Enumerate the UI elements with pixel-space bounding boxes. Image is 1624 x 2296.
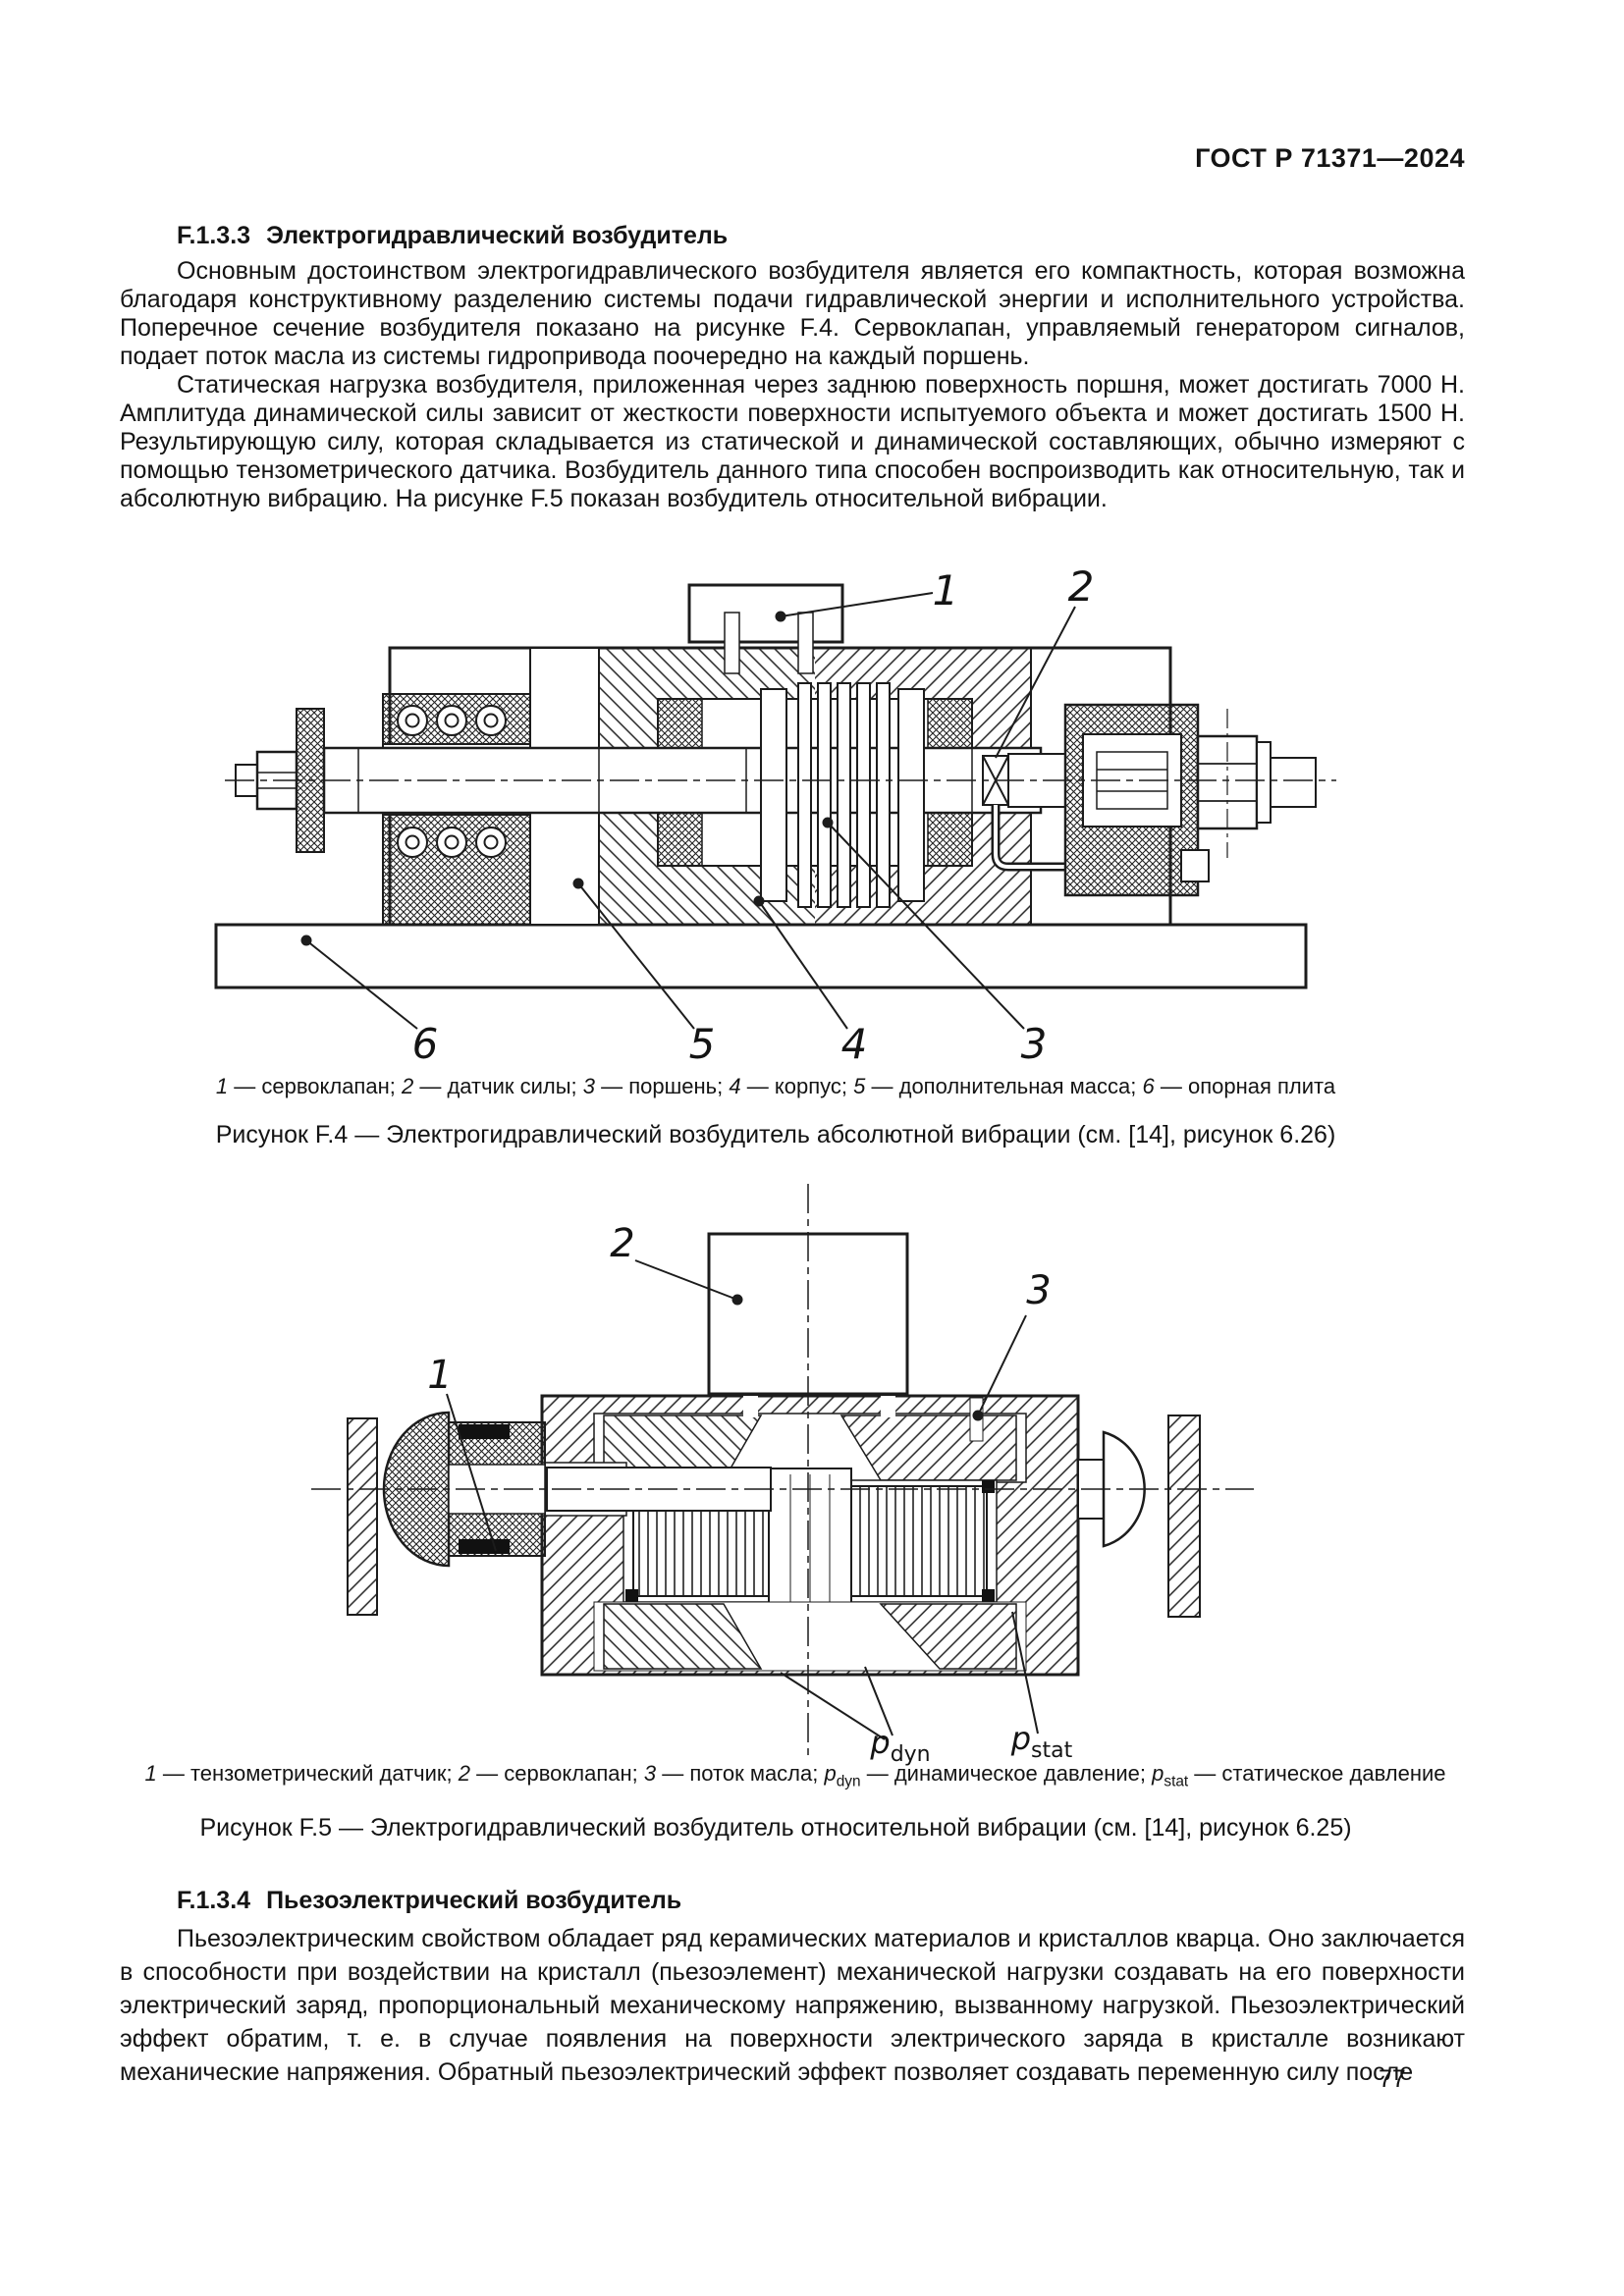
left-wall xyxy=(347,1417,378,1616)
pressure-label-dynamic: pdyn xyxy=(869,1724,930,1767)
legend-item: 1 — сервоклапан; xyxy=(215,1074,402,1098)
callout-3: 3 xyxy=(1021,1020,1048,1062)
callout-2: 2 xyxy=(610,1221,634,1266)
legend-item: 6 — опорная плита xyxy=(1142,1074,1336,1098)
exciter-cross-section xyxy=(214,583,1336,1030)
callout-3: 3 xyxy=(1026,1268,1051,1313)
legend-item: 2 — сервоклапан; xyxy=(458,1761,644,1786)
legend-item: 2 — датчик силы; xyxy=(401,1074,583,1098)
legend-item: 3 — поршень; xyxy=(582,1074,730,1098)
figure-f5-legend: 1 — тензометрический датчик; 2 — сервокл… xyxy=(49,1761,1542,1794)
section-f134: F.1.3.4 Пьезоэлектрический возбудитель Пь… xyxy=(120,1887,1465,2089)
legend-item: 4 — корпус; xyxy=(729,1074,854,1098)
legend-item: 1 — тензометрический датчик; xyxy=(144,1761,459,1786)
strain-gauge xyxy=(459,1539,510,1554)
page-number: 77 xyxy=(1379,2065,1406,2093)
mass-bolts xyxy=(397,705,507,858)
callout-4: 4 xyxy=(841,1020,868,1062)
section-title: Электрогидравлический возбудитель xyxy=(266,222,729,249)
right-wall xyxy=(1167,1415,1201,1618)
paragraph: Пьезоэлектрическим свойством обладает ря… xyxy=(120,1925,1465,2086)
section-number: F.1.3.4 xyxy=(177,1887,251,1914)
right-dome xyxy=(1102,1430,1146,1548)
clamp-nut xyxy=(1196,734,1317,830)
section-number: F.1.3.3 xyxy=(177,222,251,249)
base-plate xyxy=(214,923,1308,989)
figure-f5-title: Рисунок F.5 — Электрогидравлический возб… xyxy=(199,1814,1352,1842)
relative-exciter-section xyxy=(311,1184,1254,1755)
figure-f4-legend: 1 — сервоклапан; 2 — датчик силы; 3 — по… xyxy=(79,1074,1473,1099)
figure-f4-title: Рисунок F.4 — Электрогидравлический возб… xyxy=(215,1121,1336,1148)
callout-leaders xyxy=(446,1259,1039,1740)
piston xyxy=(760,682,925,908)
paragraph: Основным достоинством электрогидравличес… xyxy=(120,257,1465,370)
figure-f5-drawing: 1 2 3 pdyn pstat xyxy=(299,1180,1272,1769)
servo-valve xyxy=(687,583,844,644)
legend-item: pstat — статическое давление xyxy=(1152,1761,1446,1790)
figure-f4-drawing: 1 2 3 4 5 6 xyxy=(211,561,1350,1062)
pressure-label-static: pstat xyxy=(1010,1720,1073,1763)
standard-designation: ГОСТ Р 71371—2024 xyxy=(1195,143,1465,173)
legend-item: 5 — дополнительная масса; xyxy=(853,1074,1143,1098)
section-f133: F.1.3.3 Электрогидравлический возбудитель… xyxy=(120,222,1465,513)
technical-drawing-f5: 1 2 3 pdyn pstat xyxy=(311,1184,1254,1767)
callout-2: 2 xyxy=(1068,562,1095,611)
paragraph: Статическая нагрузка возбудителя, прилож… xyxy=(120,371,1465,512)
callout-6: 6 xyxy=(412,1020,439,1062)
piston-stack-right xyxy=(850,1485,988,1597)
strain-gauge xyxy=(459,1424,510,1439)
callout-1: 1 xyxy=(933,566,959,614)
callout-1: 1 xyxy=(427,1353,452,1398)
callout-leaders xyxy=(300,592,1076,1030)
section-f133-heading: F.1.3.3 Электрогидравлический возбудитель xyxy=(177,222,1465,250)
legend-item: pdyn — динамическое давление; xyxy=(824,1761,1153,1790)
technical-drawing-f4: 1 2 3 4 5 6 xyxy=(214,562,1336,1062)
section-f134-heading: F.1.3.4 Пьезоэлектрический возбудитель xyxy=(177,1887,1465,1915)
callout-5: 5 xyxy=(689,1020,716,1062)
section-title: Пьезоэлектрический возбудитель xyxy=(266,1887,682,1914)
legend-item: 3 — поток масла; xyxy=(643,1761,825,1786)
